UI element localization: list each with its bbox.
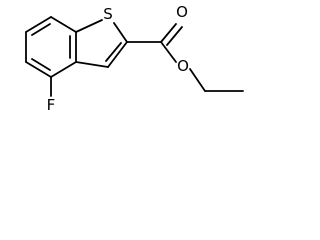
bond-c4-c3a — [50, 61, 77, 78]
bond-s-c2 — [113, 22, 128, 43]
carbonyl-oxygen-label: O — [176, 3, 188, 21]
bond-ester-oxygen-ch2 — [189, 68, 206, 92]
benzene-ring — [25, 16, 77, 78]
bond-carbonyl-c-o-a — [160, 23, 177, 43]
bond-inner-c7-c6 — [31, 23, 51, 36]
sulfur-atom-label: S — [103, 5, 113, 23]
bond-c7a-c7 — [50, 16, 77, 33]
bond-carbonyl-c-o-b — [166, 26, 183, 46]
bond-inner-c5-c4 — [31, 58, 51, 71]
bond-inner-c2-c3 — [105, 42, 122, 62]
thiophene-ring — [75, 19, 128, 68]
molecule-structure-diagram: S O O F — [25, 3, 244, 114]
ester-oxygen-label: O — [177, 57, 189, 75]
bond-c3-c3a — [75, 61, 109, 68]
bond-c5-c4 — [25, 61, 52, 78]
bond-c7-c6 — [25, 16, 52, 33]
bond-c7a-s — [75, 19, 103, 33]
ester-group — [126, 23, 244, 92]
bond-c2-c3 — [107, 41, 128, 68]
fluorine-atom-label: F — [47, 96, 56, 114]
bond-carbonyl-carbon-ester-oxygen — [160, 41, 177, 63]
